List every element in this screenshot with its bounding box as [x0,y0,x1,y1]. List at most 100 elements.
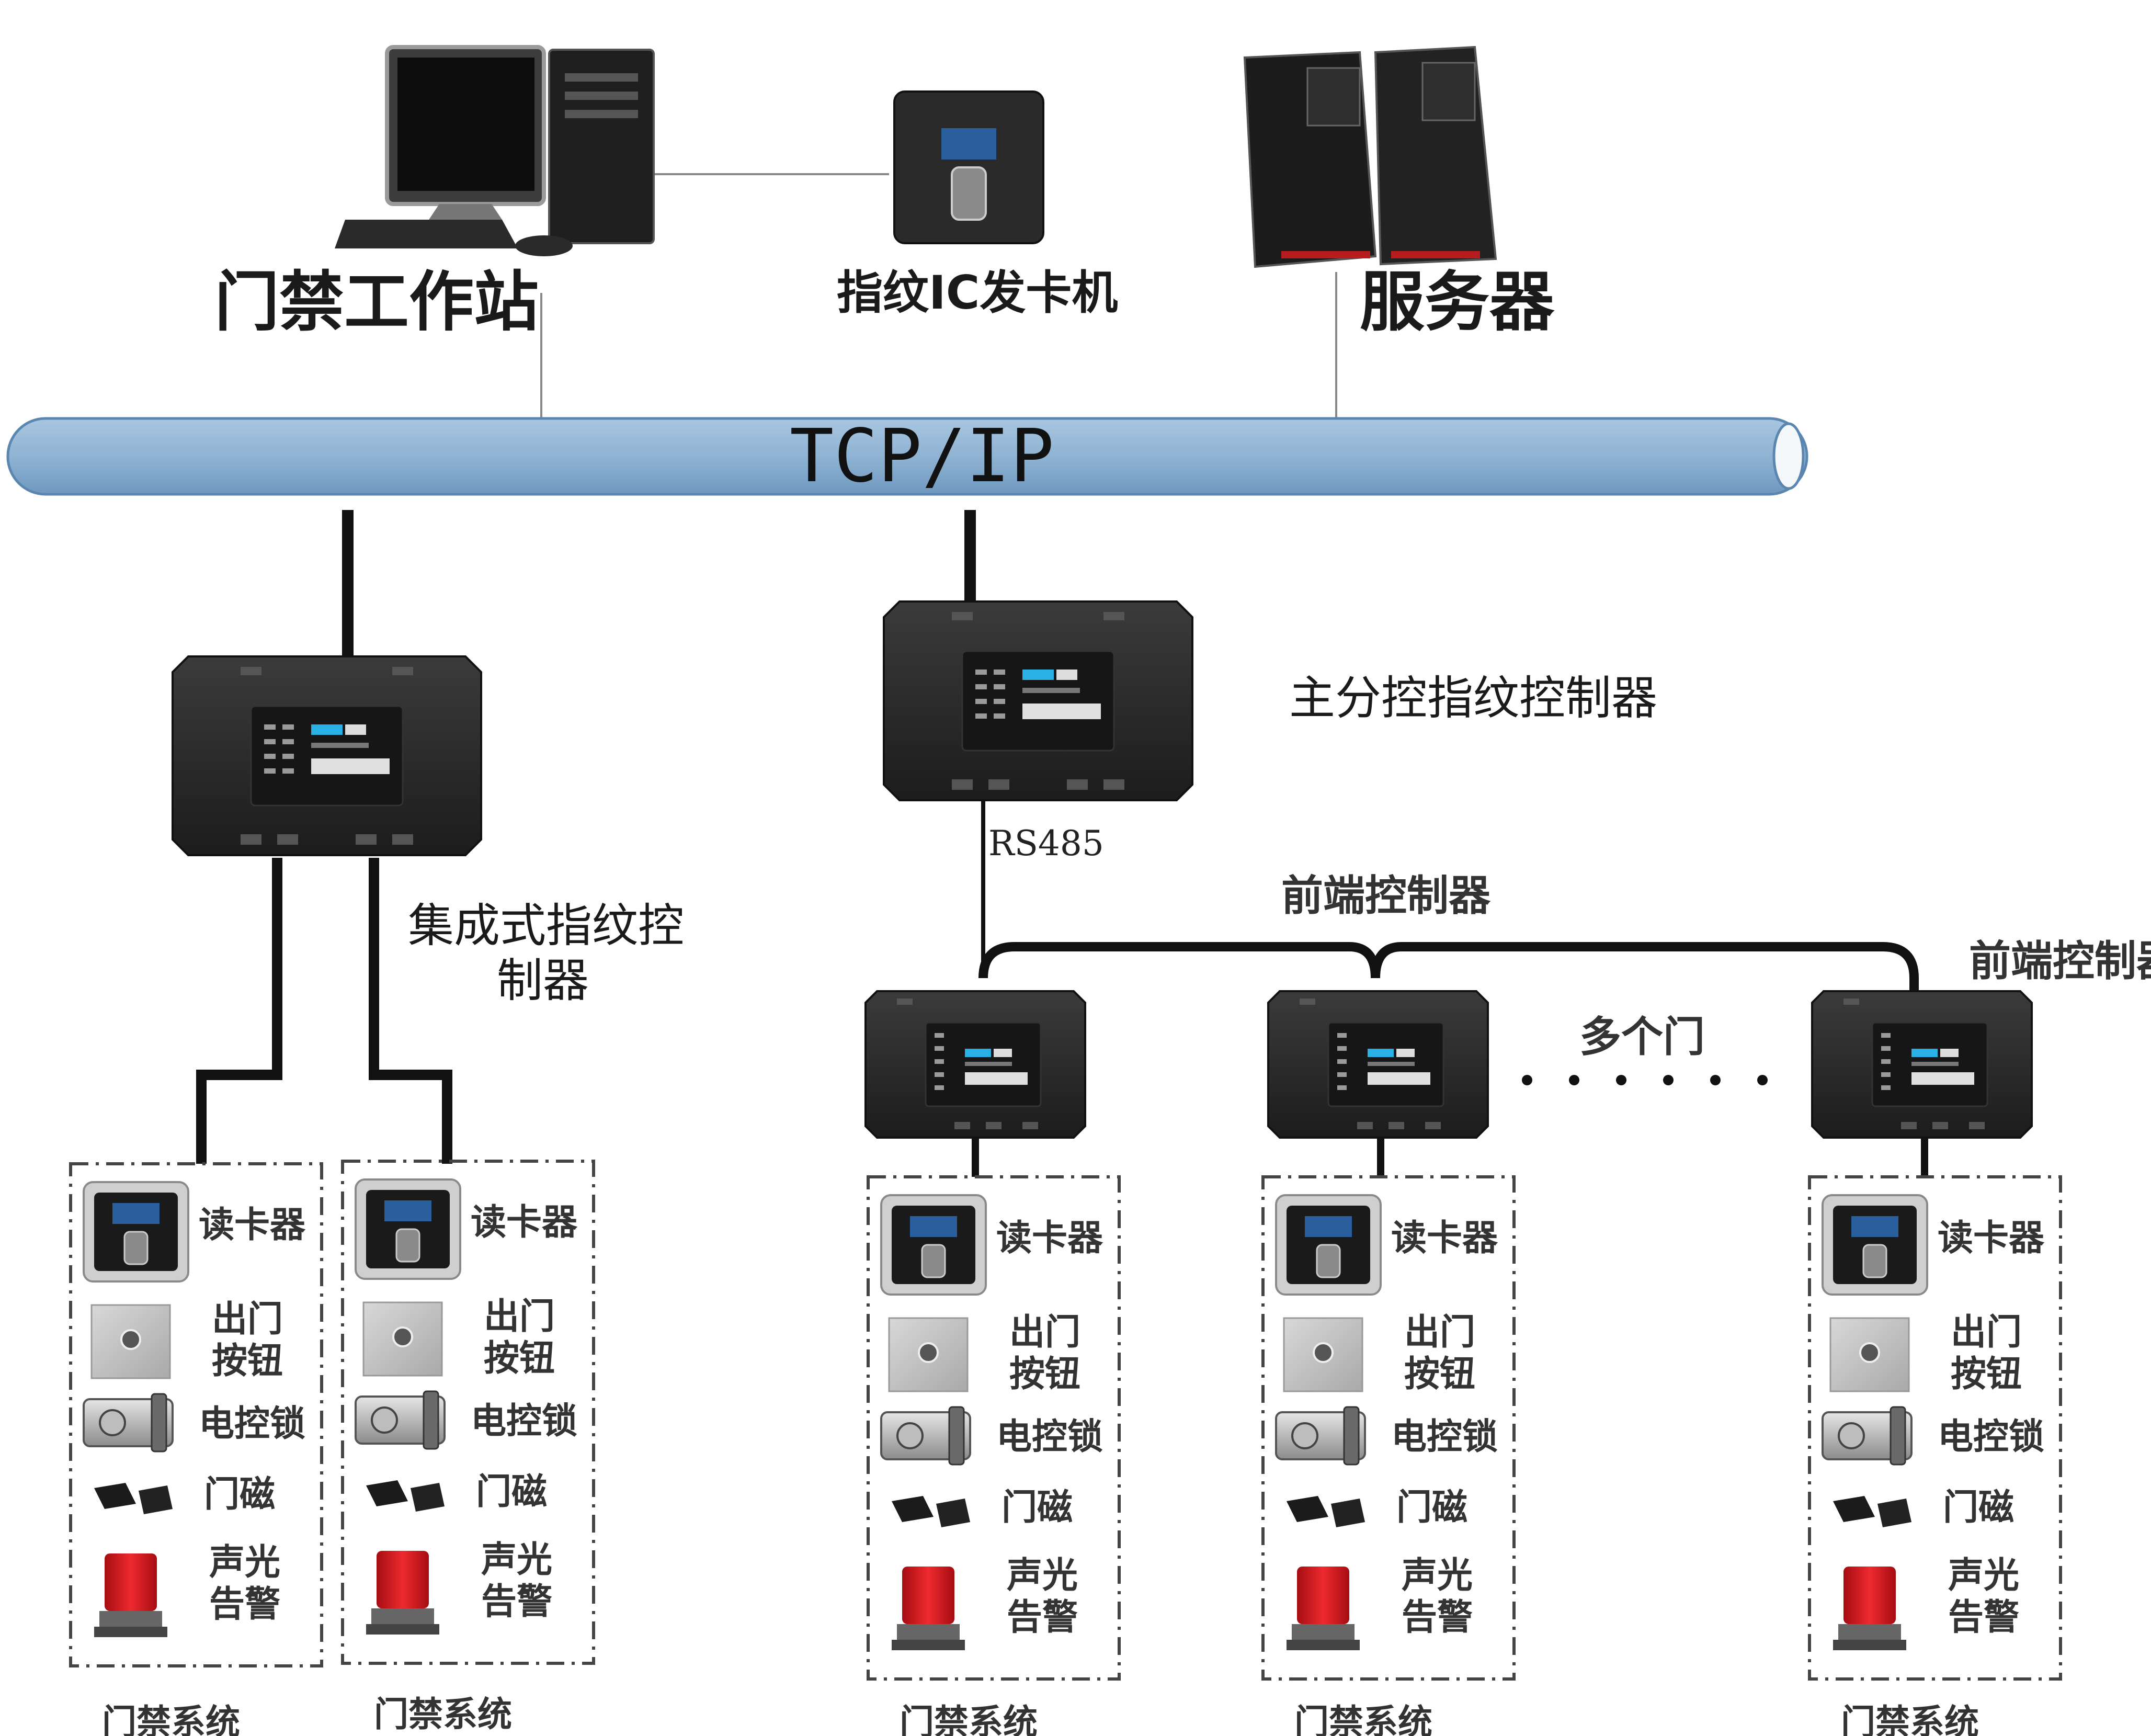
reader-label: 读卡器 [471,1202,578,1243]
multi-door-label: 多个门 [1579,1013,1705,1061]
electric-lock-label: 电控锁 [1938,1416,2044,1458]
group-border [341,1160,595,1665]
electric-lock-icon [1822,1406,1913,1466]
reader-label: 读卡器 [996,1218,1103,1259]
electric-lock-icon [880,1406,971,1466]
integrated-controller-label-2: 制器 [497,954,589,1007]
alarm-label-1: 声光 [209,1542,280,1583]
access-system-label: 门禁系统 [1294,1702,1432,1736]
group-border [1261,1175,1516,1681]
tcpip-label: TCP/IP [790,414,1054,499]
reader-icon [880,1194,987,1296]
access-system-label: 门禁系统 [374,1694,512,1734]
front-controller-2 [1267,990,1489,1139]
electric-lock-icon [1275,1406,1366,1466]
workstation-icon [335,45,655,256]
alarm-label-1: 声光 [1402,1555,1473,1596]
tcpip-bus [6,417,1808,496]
alarm-label-2: 告警 [1948,1597,2019,1638]
reader-icon [1822,1194,1928,1296]
group-border [69,1162,323,1667]
electric-lock-label: 电控锁 [471,1401,577,1442]
front-controller-label-b: 前端控制器 [1969,937,2151,985]
alarm-label-1: 声光 [1007,1555,1078,1596]
front-bus [978,942,1919,991]
exit-button-label-1: 出门 [1951,1312,2022,1353]
front-controller-3 [1811,990,2033,1139]
exit-button-icon [888,1317,969,1392]
door-sensor-icon [1287,1496,1365,1527]
exit-button-icon [1829,1317,1910,1392]
master-controller [883,600,1193,801]
electric-lock-label: 电控锁 [199,1403,305,1445]
exit-button-label-2: 按钮 [1951,1354,2022,1395]
reader-label: 读卡器 [1391,1218,1498,1259]
alarm-light-icon [892,1567,965,1650]
reader-icon [1275,1194,1382,1296]
alarm-label-2: 告警 [1007,1597,1078,1638]
master-controller-label: 主分控指纹控制器 [1289,671,1657,725]
electric-lock-icon [355,1390,446,1450]
integrated-controller-label-1: 集成式指纹控 [408,899,684,952]
exit-button-icon [362,1301,443,1377]
alarm-label-2: 告警 [481,1581,552,1622]
exit-button-label-1: 出门 [212,1299,283,1340]
left-wire-1 [196,858,282,1164]
exit-button-icon [90,1304,171,1379]
alarm-light-icon [94,1553,167,1637]
electric-lock-label: 电控锁 [996,1416,1103,1458]
front-controller-1 [864,990,1086,1139]
server-icon [1243,46,1497,268]
exit-button-label-1: 出门 [484,1296,555,1337]
reader-label: 读卡器 [199,1205,306,1246]
exit-button-label-2: 按钮 [1404,1354,1475,1395]
door-sensor-icon [1833,1496,1911,1527]
reader-icon [355,1178,461,1280]
electric-lock-icon [83,1393,174,1453]
card-issuer-icon [893,90,1044,244]
door-sensor-label: 门磁 [204,1474,275,1515]
card-issuer-label: 指纹IC发卡机 [837,266,1118,320]
group-border [1808,1175,2062,1681]
door-sensor-label: 门磁 [1001,1487,1073,1528]
alarm-light-icon [1287,1567,1360,1650]
door-sensor-label: 门磁 [1396,1487,1467,1528]
ellipsis-dots [1522,1075,1768,1085]
door-sensor-icon [94,1483,173,1514]
left-wire-2 [369,858,452,1164]
exit-button-label-1: 出门 [1009,1312,1080,1353]
integrated-controller [172,655,482,856]
door-sensor-label: 门磁 [476,1471,547,1513]
door-sensor-label: 门磁 [1943,1487,2014,1528]
access-system-label: 门禁系统 [900,1702,1038,1736]
door-sensor-icon [366,1480,445,1512]
alarm-label-1: 声光 [1948,1555,2019,1596]
alarm-light-icon [366,1551,439,1635]
electric-lock-label: 电控锁 [1391,1416,1498,1458]
access-system-label: 门禁系统 [102,1702,240,1736]
reader-icon [83,1181,189,1283]
exit-button-label-2: 按钮 [1009,1354,1080,1395]
exit-button-label-1: 出门 [1404,1312,1475,1353]
server-label: 服务器 [1360,265,1555,340]
reader-label: 读卡器 [1938,1218,2045,1259]
alarm-label-1: 声光 [481,1539,552,1581]
door-sensor-icon [892,1496,970,1527]
exit-button-label-2: 按钮 [484,1338,555,1379]
front-controller-label-a: 前端控制器 [1281,871,1491,920]
workstation-label: 门禁工作站 [214,265,539,340]
exit-button-label-2: 按钮 [212,1341,283,1382]
alarm-label-2: 告警 [209,1584,280,1625]
access-system-label: 门禁系统 [1841,1702,1979,1736]
rs485-label: RS485 [988,823,1104,864]
alarm-light-icon [1833,1567,1906,1650]
alarm-label-2: 告警 [1402,1597,1473,1638]
exit-button-icon [1283,1317,1363,1392]
group-border [867,1175,1121,1681]
